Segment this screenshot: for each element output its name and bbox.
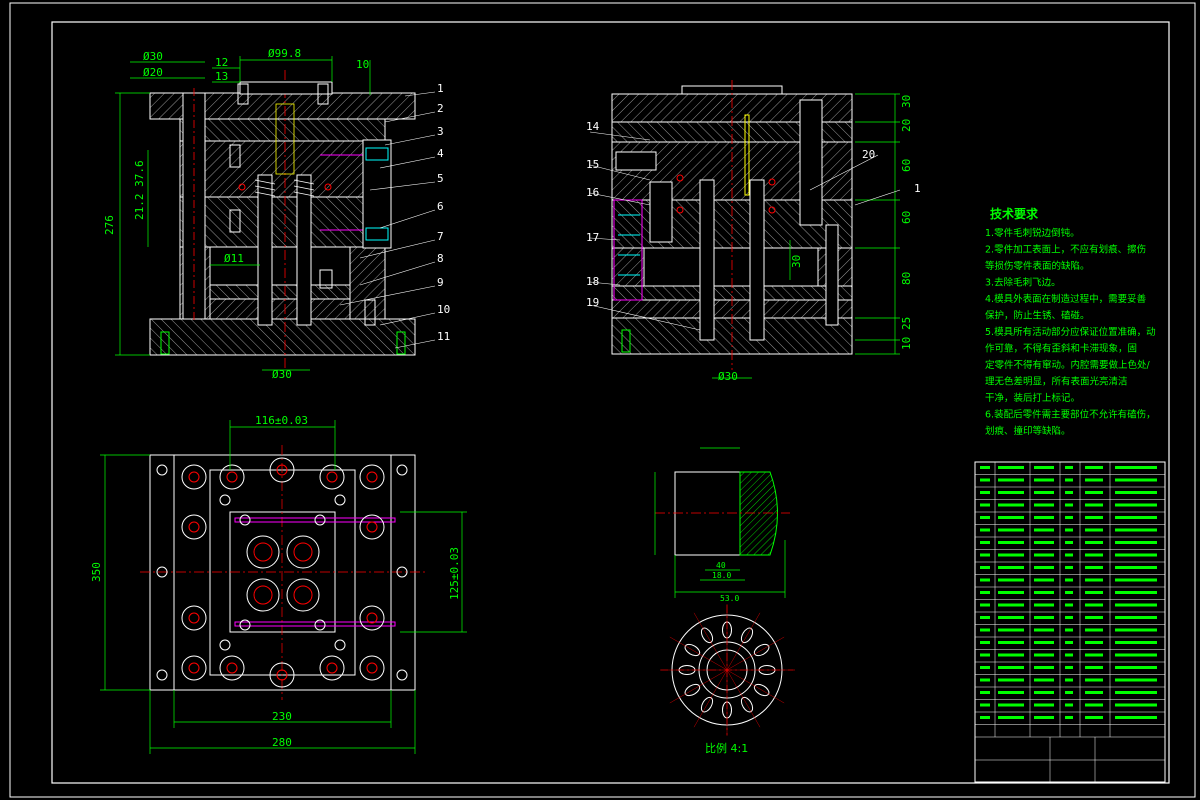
tr-callout-1: 1 [914,182,921,195]
dim-h350: 350 [90,562,103,582]
detail-dim-40: 40 [716,561,726,570]
tech-req-line: 4.模具外表面在制造过程中，需要妥善 [985,293,1147,305]
dim-h125: 125±0.03 [448,547,461,600]
sheet-inner-border [51,21,1170,784]
callout-9: 9 [437,276,444,289]
callout-8: 8 [437,252,444,265]
detail-dim-18: 18.0 [712,571,731,580]
tech-req-line: 等损伤零件表面的缺陷。 [985,260,1090,272]
ejector-retainer-plate [209,284,351,300]
tech-req-title: 技术要求 [990,206,1039,221]
tech-req-line: 划痕、撞印等缺陷。 [985,425,1071,437]
dim-n13: 13 [215,70,228,83]
dim-h21-37: 21.2 37.6 [133,160,146,220]
tech-req-line: 理无色差明显，所有表面光亮清洁 [985,376,1128,388]
dim-d30-bottom: Ø30 [272,368,292,381]
callout-1: 1 [437,82,444,95]
technical-requirements: 技术要求 1.零件毛刺锐边倒钝。 2.零件加工表面上，不应有划痕、擦伤等损伤零件表… [985,206,1156,437]
callout-4: 4 [437,147,444,160]
tr-callout-19: 19 [586,296,599,309]
dim-d11: Ø11 [224,252,244,265]
callout-11: 11 [437,330,450,343]
tr-dim-d30: Ø30 [718,370,738,383]
tech-req-line: 5.模具所有活动部分应保证位置准确，动 [985,326,1156,338]
locating-ring [239,81,333,95]
cavity-plate [179,140,386,198]
tr-dim-v30a: 30 [900,95,913,108]
part-detail-view: 40 18.0 53.0 比例 4:1 [654,447,795,755]
dim-d99-8: Ø99.8 [268,47,301,60]
tech-req-line: 保护，防止生锈、磕碰。 [985,310,1090,322]
sheet-outer-border [9,2,1196,798]
tech-req-line: 1.零件毛刺锐边倒钝。 [985,227,1080,239]
dim-w280: 280 [272,736,292,749]
dim-w230: 230 [272,710,292,723]
callout-2: 2 [437,102,444,115]
tr-callout-20: 20 [862,148,875,161]
tech-req-line: 6.装配后零件需主要部位不允许有磕伤， [985,409,1156,421]
tech-req-line: 2.零件加工表面上，不应有划痕、擦伤 [985,244,1146,256]
tr-dim-v25: 25 [900,317,913,330]
top-right-section-view: 30 20 60 60 80 25 10 30 Ø30 14 15 16 17 18 19 20 1 [586,80,921,383]
tr-dim-v60b: 60 [900,211,913,224]
runner-plate [179,118,386,142]
tr-callout-16: 16 [586,186,599,199]
dim-d30: Ø30 [143,50,163,63]
tech-req-line: 定零件不得有窜动。内腔需要做上色处/ [985,359,1151,371]
tr-dim-v10: 10 [900,337,913,350]
dim-w116: 116±0.03 [255,414,308,427]
plan-outer-plate [149,454,416,691]
detail-dim-53: 53.0 [720,594,739,603]
plan-view: 116±0.03 350 125±0.03 230 280 [90,414,467,754]
tech-req-line: 作可靠，不得有歪斜和卡滞现象，固 [985,343,1137,355]
callout-7: 7 [437,230,444,243]
tr-callout-15: 15 [586,158,599,171]
callout-5: 5 [437,172,444,185]
core-plate [179,196,386,248]
tech-req-line: 3.去除毛刺飞边。 [985,277,1061,289]
tr-dim-v20: 20 [900,119,913,132]
dim-d20: Ø20 [143,66,163,79]
tr-dim-v60a: 60 [900,159,913,172]
tr-callout-14: 14 [586,120,600,133]
top-left-section-view: Ø30 Ø20 Ø99.8 10 12 13 276 21.2 37.6 Ø11… [103,47,450,381]
dim-n12: 12 [215,56,228,69]
callout-3: 3 [437,125,444,138]
tr-dim-v30b: 30 [790,255,803,268]
tr-callout-18: 18 [586,275,599,288]
tr-callout-17: 17 [586,231,599,244]
callout-10: 10 [437,303,450,316]
dim-n10: 10 [356,58,369,71]
ejector-plate [209,298,351,320]
bom-table [974,461,1166,783]
dim-h276: 276 [103,215,116,235]
callout-6: 6 [437,200,444,213]
tr-dim-v80: 80 [900,272,913,285]
tech-req-line: 干净，装后打上标记。 [985,392,1080,404]
detail-scale-label: 比例 4:1 [705,741,748,755]
